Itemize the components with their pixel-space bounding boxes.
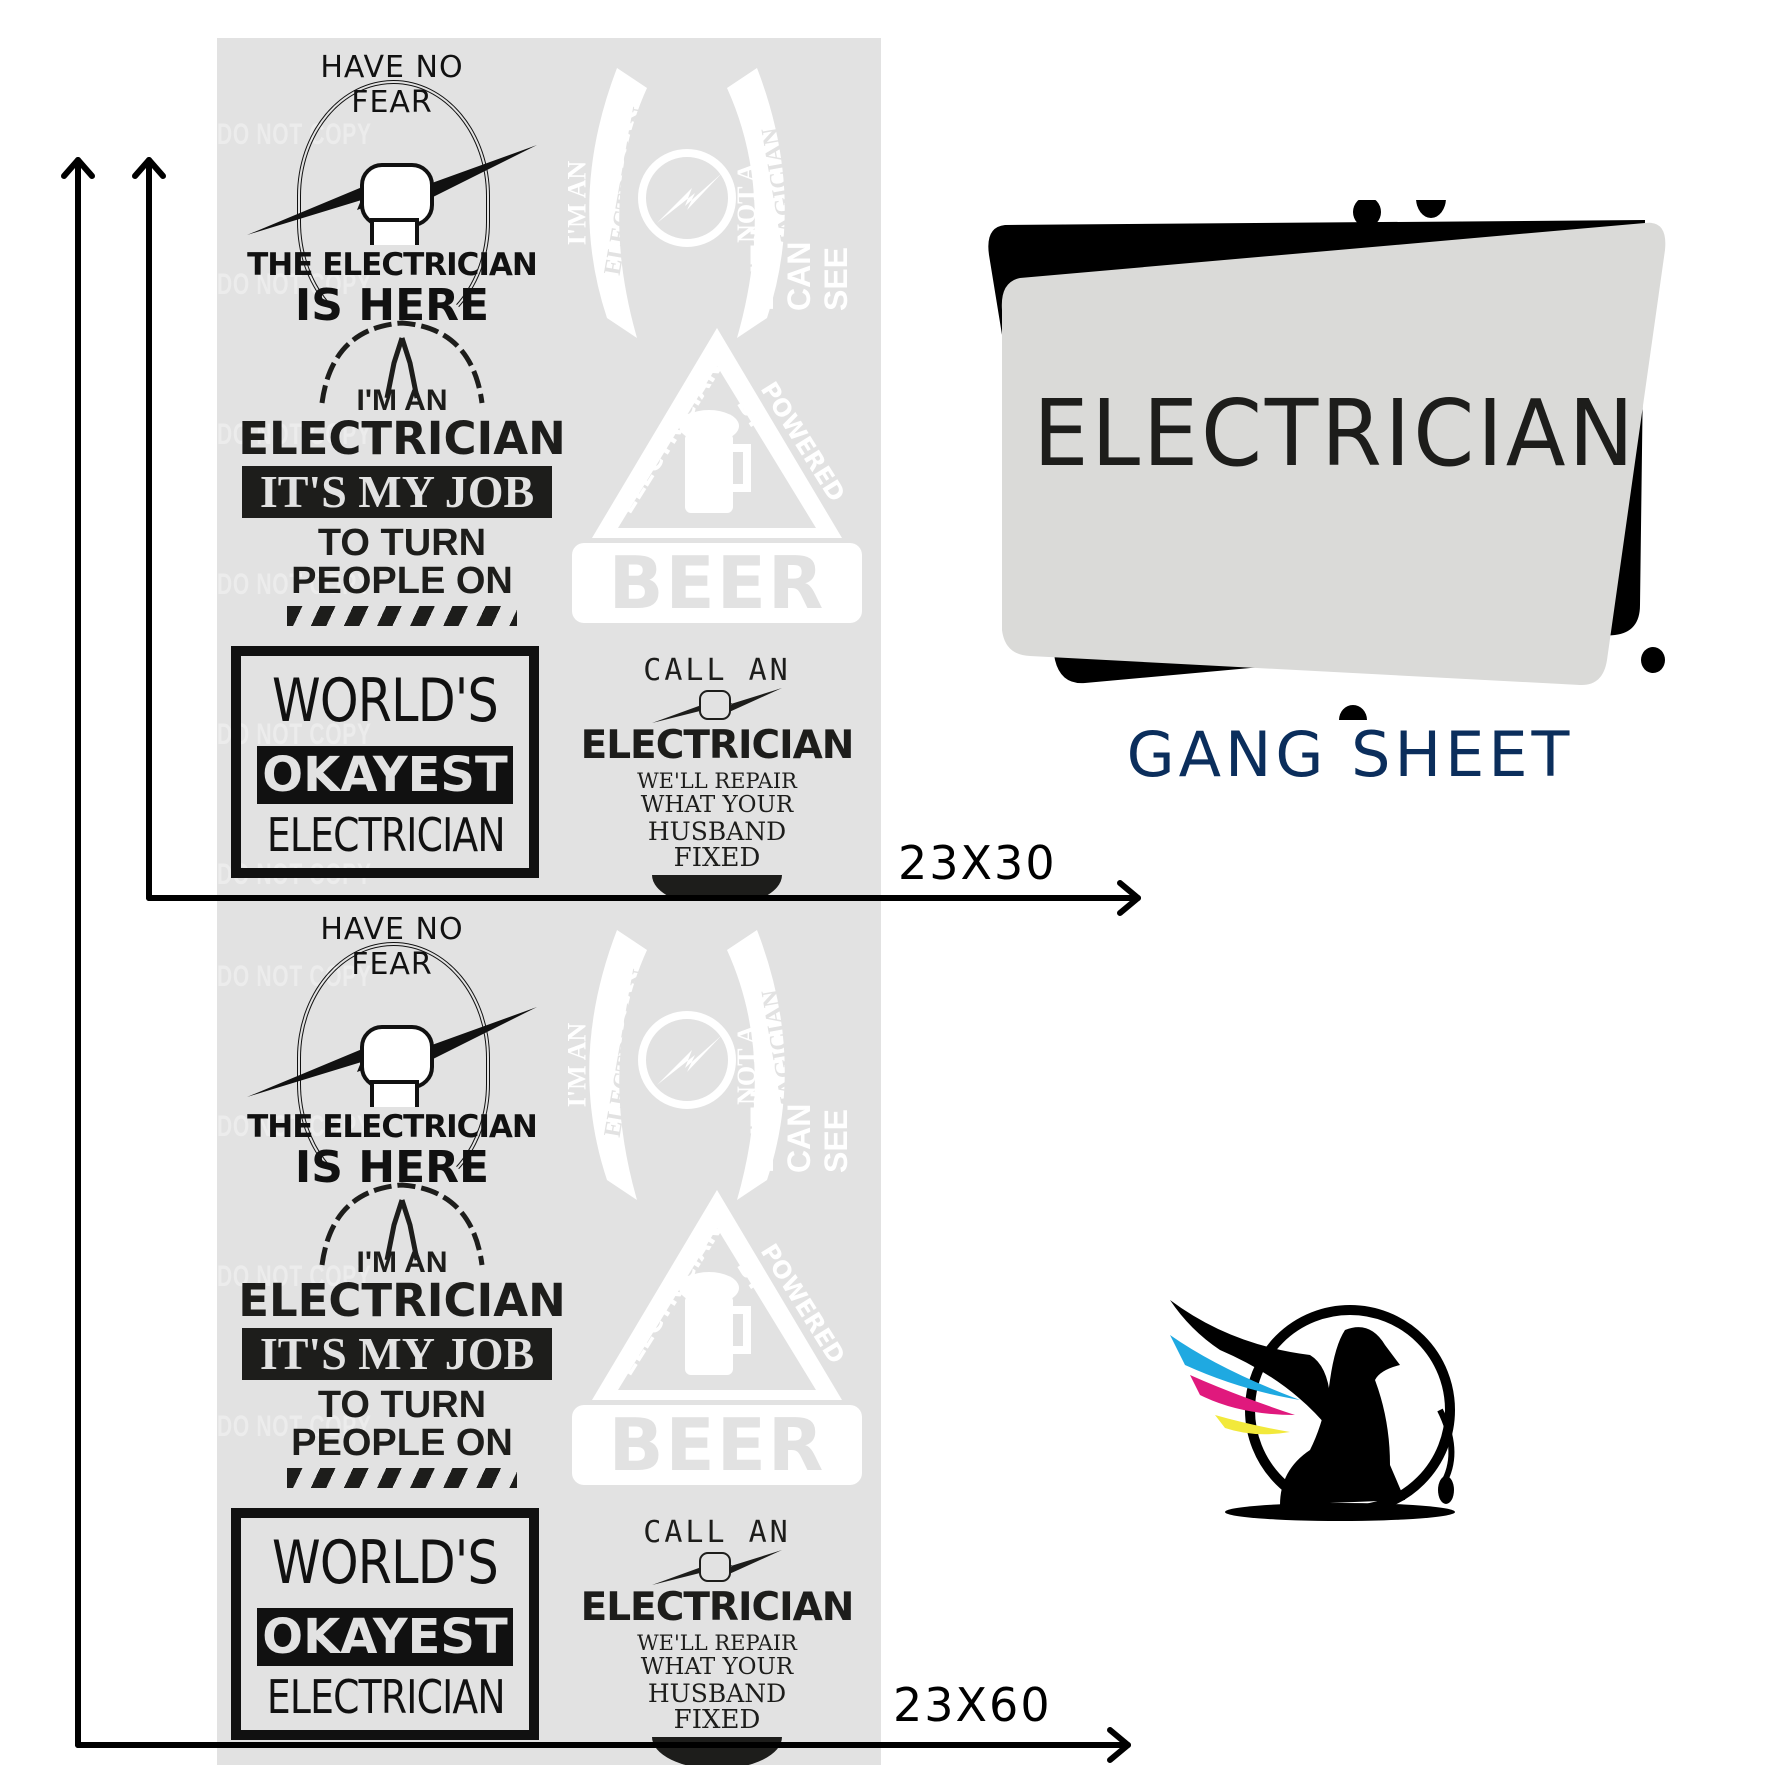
bowl-shape: [652, 1737, 782, 1765]
design-have-no-fear: HAVE NO FEAR THE ELECTRICIAN IS HERE: [237, 912, 547, 1202]
design-call-an-electrician: CALL AN ELECTRICIAN WE'LL REPAIR WHAT YO…: [557, 643, 877, 896]
gang-sheet-preview-23x60: DO NOT COPY DO NOT COPY DO NOT COPY DO N…: [217, 900, 881, 1765]
hazard-stripes: [287, 1468, 517, 1488]
fist-lightning-icon: [652, 688, 782, 723]
hazard-stripes: [287, 606, 517, 626]
design-my-job: I'M AN ELECTRICIAN IT'S MY JOB TO TURN P…: [237, 1180, 567, 1488]
design-have-no-fear: HAVE NO FEAR THE ELECTRICIAN IS HERE: [237, 50, 547, 340]
banner-bolt-icon: [589, 930, 785, 1200]
design-powered-by-beer: ELECTRICIAN POWERED BY BEER: [572, 328, 862, 628]
circle-frame: [297, 942, 490, 1200]
pliers-lightning-icon: [319, 1182, 485, 1266]
beer-mug-icon: [679, 1272, 751, 1375]
banner-bolt-icon: [589, 68, 785, 338]
arrow-23x60: [61, 157, 1131, 1763]
pliers-lightning-icon: [319, 320, 485, 404]
sign-backdrop: [988, 200, 1666, 720]
size-label-23x60: 23X60: [893, 1678, 1052, 1732]
arrow-23x30: [132, 157, 1141, 916]
sign-subtitle: GANG SHEET: [1126, 718, 1574, 791]
design-powered-by-beer: ELECTRICIAN POWERED BY BEER: [572, 1190, 862, 1490]
design-not-a-magician: I'M AN ELECTRICIAN NOT A MAGICIAN BUT I …: [557, 910, 867, 1220]
griffin-logo-icon: [1170, 1300, 1455, 1521]
fist-lightning-icon: [247, 145, 537, 245]
design-worlds-okayest: WORLD'S OKAYEST ELECTRICIAN: [231, 1508, 539, 1740]
circle-frame: [297, 80, 490, 338]
sign-title: ELECTRICIAN: [1033, 380, 1637, 487]
title-sign: ELECTRICIAN: [975, 200, 1695, 720]
beer-mug-icon: [679, 410, 751, 513]
gang-sheet-preview-23x30: DO NOT COPY DO NOT COPY DO NOT COPY DO N…: [217, 38, 881, 896]
design-call-an-electrician: CALL AN ELECTRICIAN WE'LL REPAIR WHAT YO…: [557, 1505, 877, 1765]
bowl-shape: [652, 875, 782, 896]
fist-lightning-icon: [247, 1007, 537, 1107]
design-my-job: I'M AN ELECTRICIAN IT'S MY JOB TO TURN P…: [237, 318, 567, 626]
size-label-23x30: 23X30: [898, 836, 1057, 890]
design-worlds-okayest: WORLD'S OKAYEST ELECTRICIAN: [231, 646, 539, 878]
design-not-a-magician: I'M AN ELECTRICIAN NOT A MAGICIAN BUT I …: [557, 48, 867, 358]
fist-lightning-icon: [652, 1550, 782, 1585]
